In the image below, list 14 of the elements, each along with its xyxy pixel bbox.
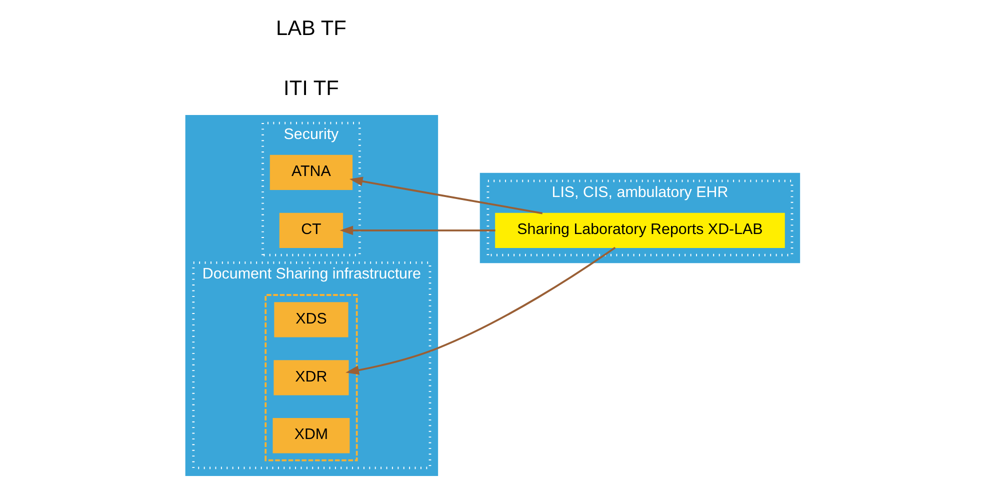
arrow [348,176,542,214]
node-box: XDM [272,418,350,454]
node-box: ATNA [269,154,352,190]
label: LAB TF [276,17,346,40]
cluster [479,172,800,264]
node-box: CT [278,212,343,248]
node-box: XDS [274,302,348,338]
label: ITI TF [283,77,338,100]
cluster [264,294,358,462]
arrow [345,246,616,375]
cluster [184,114,438,476]
node-box: XDR [273,360,348,396]
node-box: Sharing Laboratory Reports XD-LAB [494,212,784,248]
arrow [339,226,495,236]
